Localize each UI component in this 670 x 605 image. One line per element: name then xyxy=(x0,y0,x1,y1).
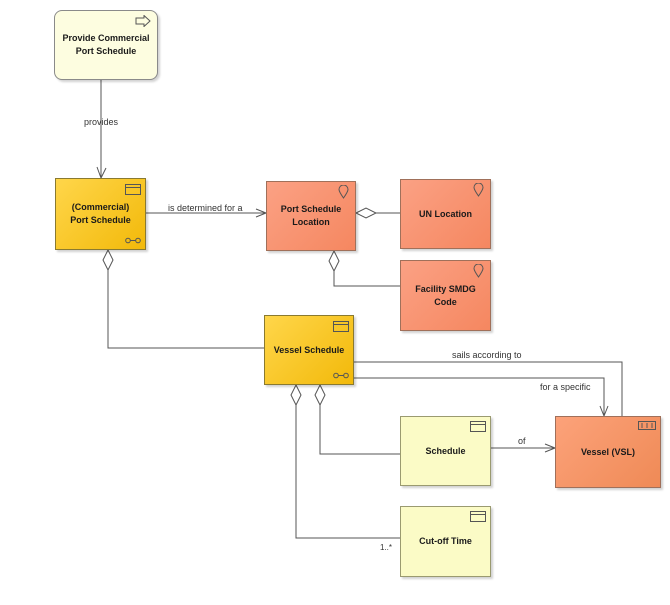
edge-cutoff xyxy=(295,405,400,539)
node-label: Vessel (VSL) xyxy=(580,446,636,457)
edge-vessel-schedule xyxy=(107,270,264,349)
node-schedule[interactable]: Schedule xyxy=(400,416,491,486)
node-label: Provide Commercial Port Schedule xyxy=(62,33,150,56)
node-label: Vessel Schedule xyxy=(273,344,345,355)
diamond-un xyxy=(354,207,378,219)
diamond-commercial xyxy=(102,248,114,272)
node-un-location[interactable]: UN Location xyxy=(400,179,491,249)
label-determined: is determined for a xyxy=(168,203,243,213)
process-arrow-icon xyxy=(135,15,151,27)
node-provide-commercial-port-schedule[interactable]: Provide Commercial Port Schedule xyxy=(54,10,158,80)
edge-facility xyxy=(333,271,400,287)
edge-of xyxy=(490,443,556,453)
edge-provides xyxy=(96,80,107,179)
edge-schedule xyxy=(319,405,400,455)
edge-determined xyxy=(146,208,267,218)
diamond-cutoff xyxy=(290,383,302,407)
node-cut-off-time[interactable]: Cut-off Time xyxy=(400,506,491,577)
object-icon xyxy=(125,184,141,195)
equipment-icon xyxy=(638,421,656,430)
node-vessel-schedule[interactable]: Vessel Schedule xyxy=(264,315,354,385)
location-pin-icon xyxy=(473,264,484,278)
label-multiplicity: 1..* xyxy=(380,543,393,552)
object-icon xyxy=(470,511,486,522)
object-icon xyxy=(470,421,486,432)
node-vessel-vsl[interactable]: Vessel (VSL) xyxy=(555,416,661,488)
edge-specific xyxy=(354,377,609,417)
node-facility-smdg-code[interactable]: Facility SMDG Code xyxy=(400,260,491,331)
link-icon xyxy=(333,372,349,379)
object-icon xyxy=(333,321,349,332)
diamond-facility xyxy=(328,249,340,273)
location-pin-icon xyxy=(473,183,484,197)
label-of: of xyxy=(518,436,526,446)
node-label: Schedule xyxy=(425,445,466,456)
link-icon xyxy=(125,237,141,244)
diamond-schedule xyxy=(314,383,326,407)
label-specific: for a specific xyxy=(540,382,591,392)
node-label: (Commercial) Port Schedule xyxy=(70,202,131,225)
node-label: Port Schedule Location xyxy=(280,204,342,227)
label-provides: provides xyxy=(84,117,119,127)
node-port-schedule-location[interactable]: Port Schedule Location xyxy=(266,181,356,251)
node-label: Cut-off Time xyxy=(419,536,472,546)
location-pin-icon xyxy=(338,185,349,199)
node-label: Facility SMDG Code xyxy=(415,283,476,307)
edge-sails xyxy=(354,361,623,416)
label-sails: sails according to xyxy=(452,350,522,360)
node-commercial-port-schedule[interactable]: (Commercial) Port Schedule xyxy=(55,178,146,250)
node-label: UN Location xyxy=(419,208,472,219)
